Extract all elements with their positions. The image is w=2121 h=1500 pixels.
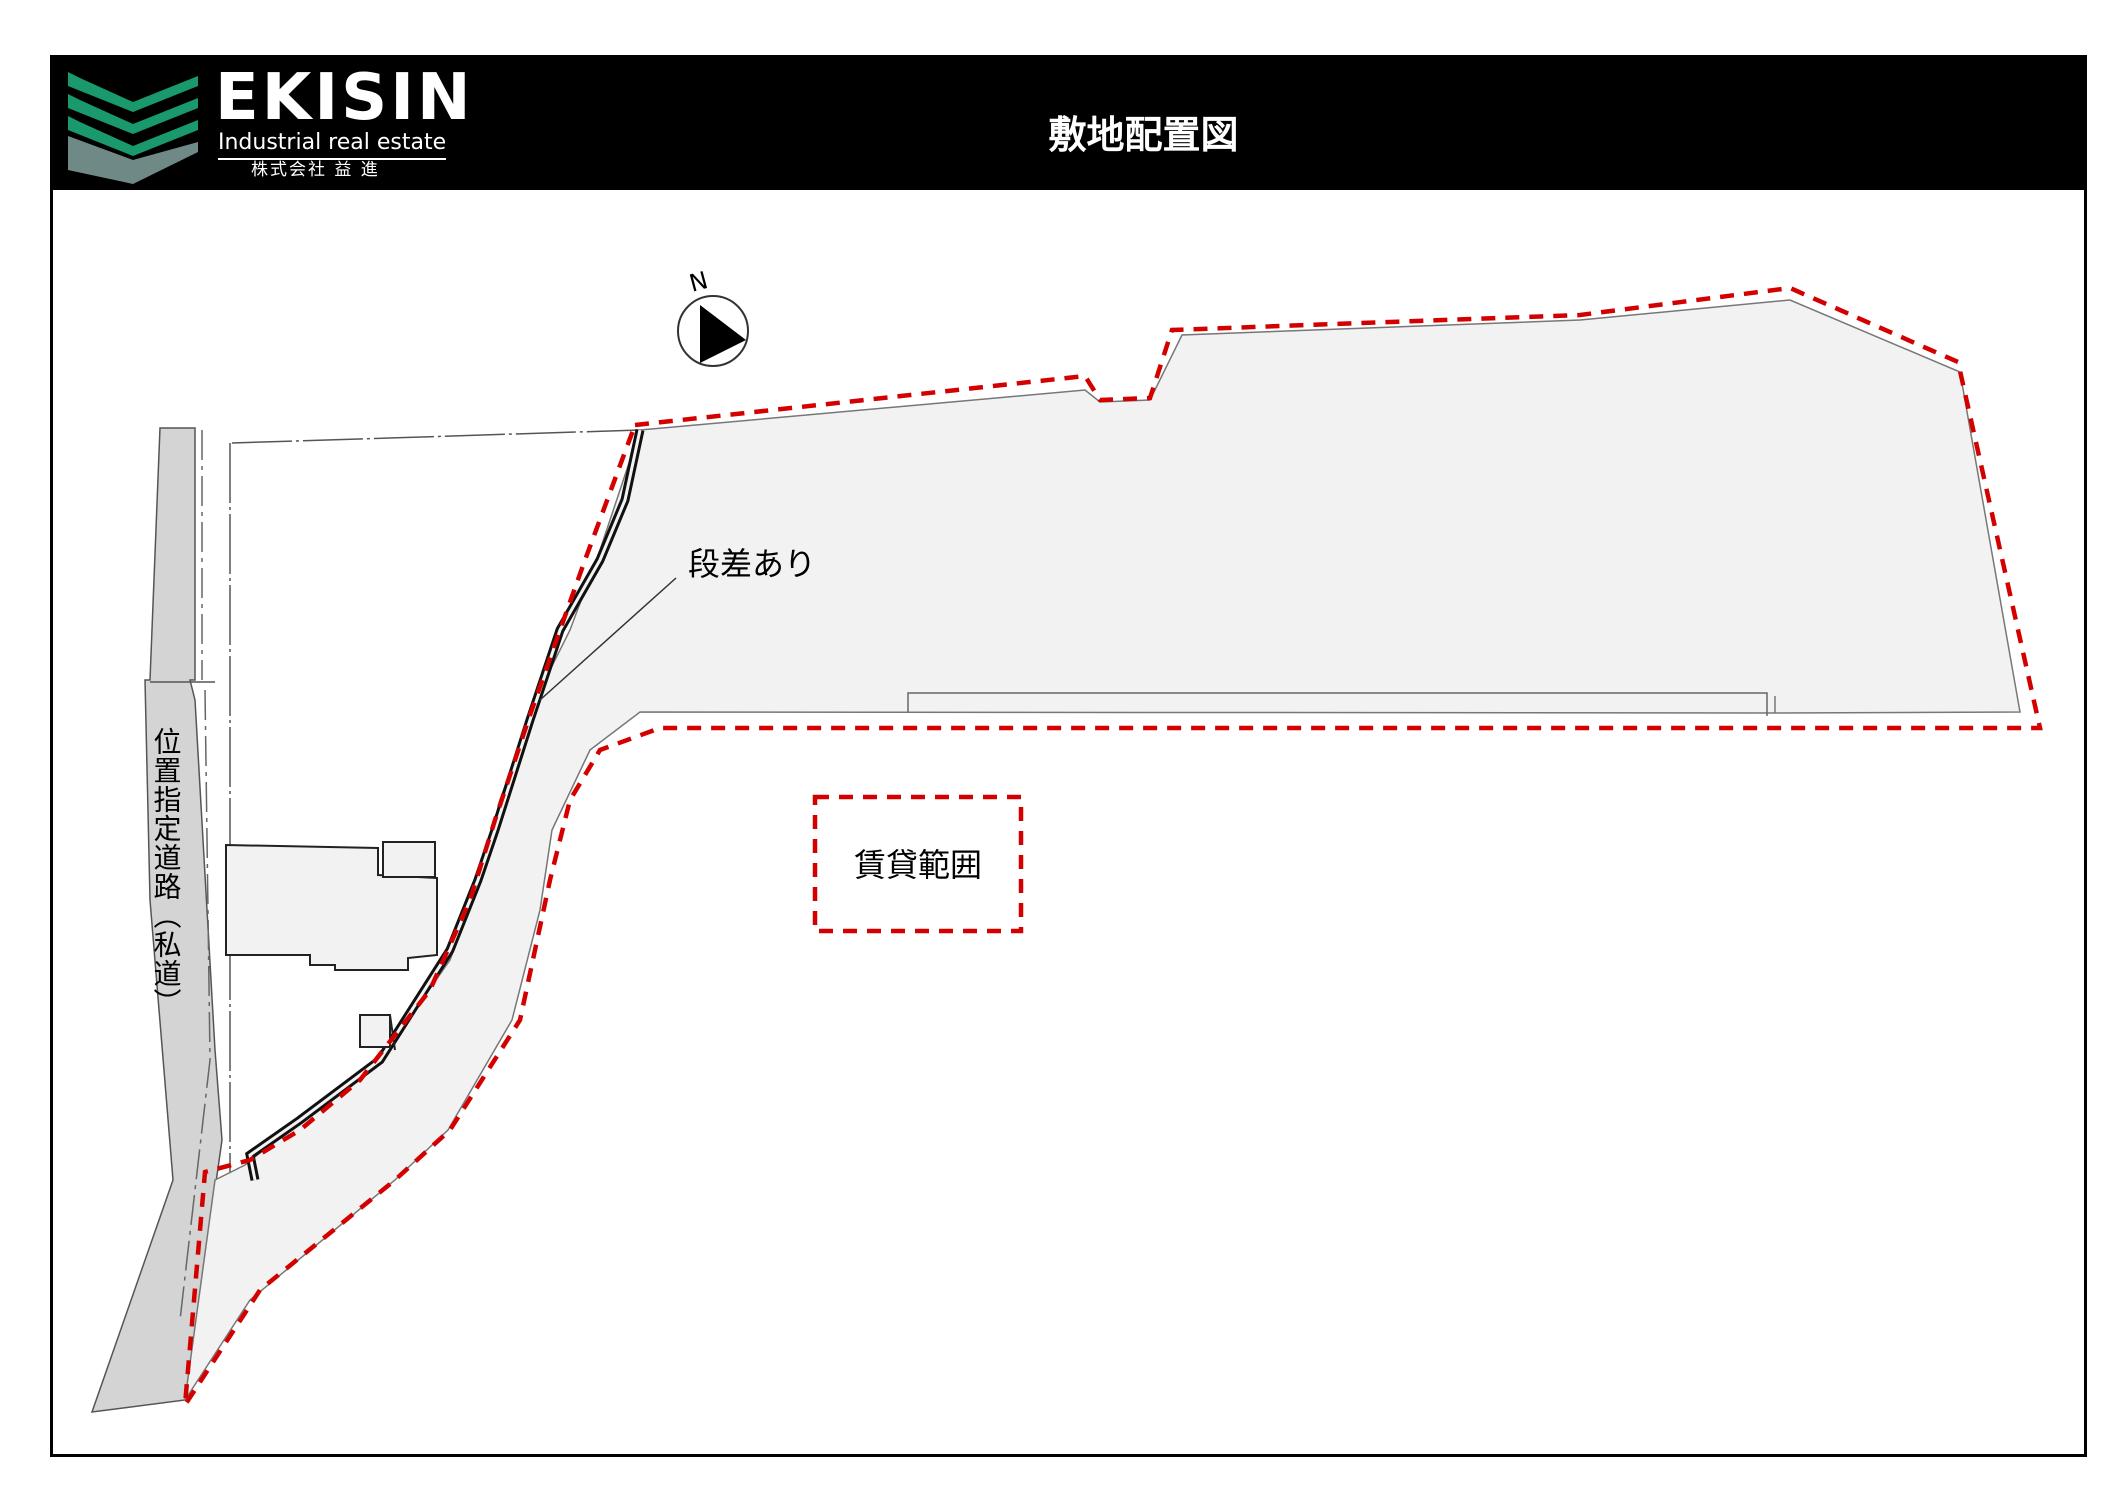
ekisin-logo-icon [68,72,198,184]
brand-company: 株式会社 益 進 [251,160,380,180]
step-leader-line [539,577,677,701]
step-label: 段差あり [688,545,816,583]
rental-boundary [182,285,2043,1407]
brand-name: EKISIN [215,61,474,135]
legend-box [812,794,1024,934]
road-center-line [179,430,211,1321]
building-shed [359,1014,391,1048]
site-area [184,299,2021,1401]
retaining-wall-inner [248,429,642,1181]
road-label: 位置指定道路（私道） [150,727,183,1017]
drawing-frame: EKISIN Industrial real estate 株式会社 益 進 敷… [50,55,2087,1457]
brand-tagline: Industrial real estate [218,132,447,160]
north-arrow-icon [677,295,749,367]
header-bar: EKISIN Industrial real estate 株式会社 益 進 敷… [53,58,2084,190]
page-title: 敷地配置図 [1048,113,1239,157]
legend-label: 賃貸範囲 [854,846,982,884]
interior-line [907,692,1768,716]
building-annex [382,841,436,878]
building-shed-edge [389,1014,396,1051]
north-label: N [686,266,711,298]
parcel-boundary-line [229,429,641,1180]
